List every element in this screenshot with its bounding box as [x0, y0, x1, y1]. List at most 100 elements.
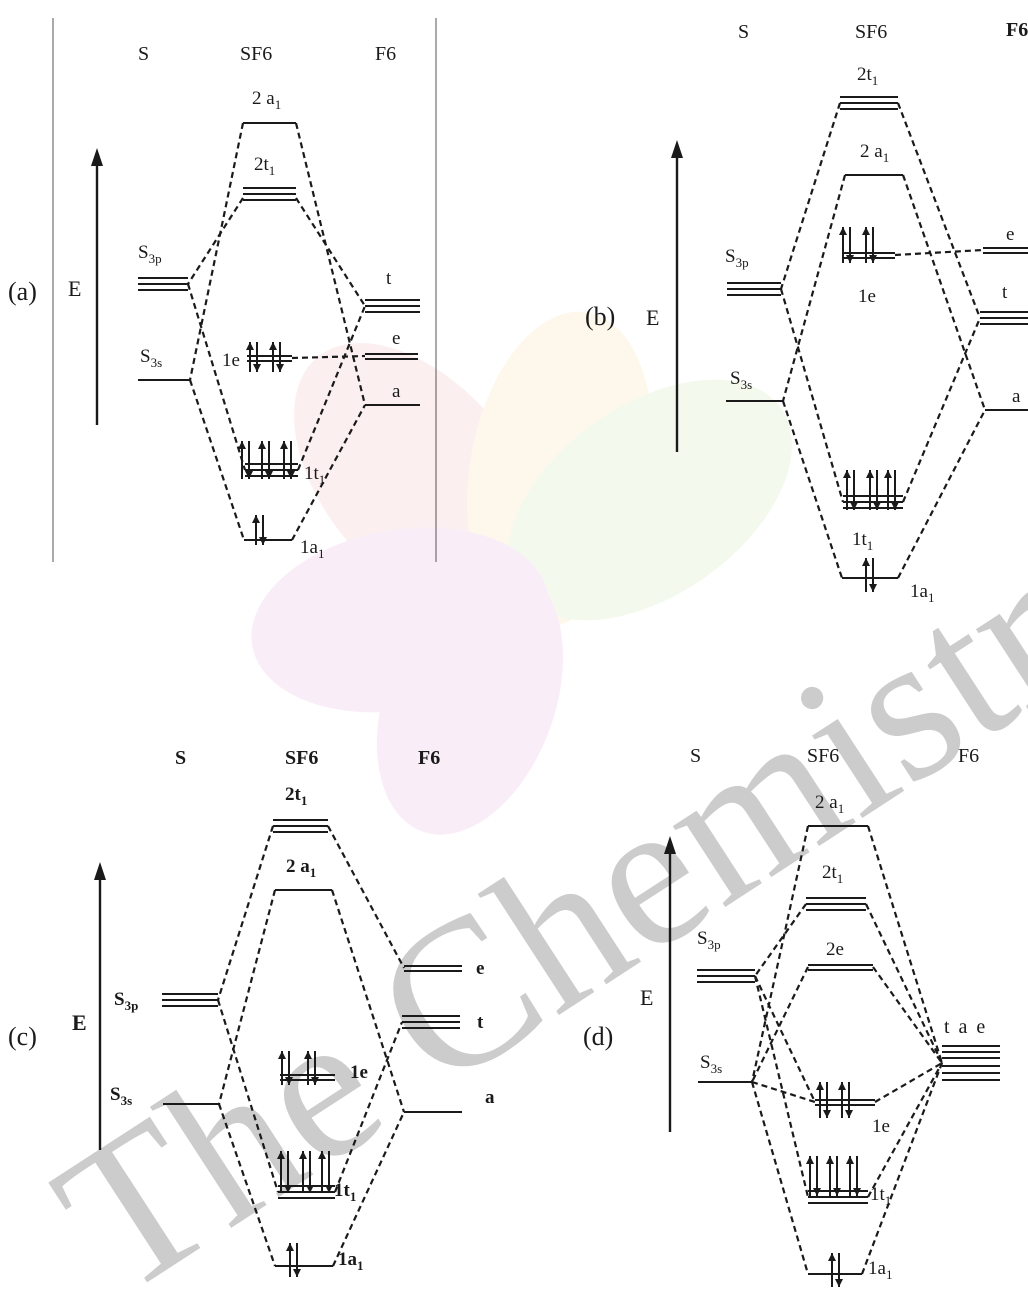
panel-a-f-a-label: a — [392, 381, 401, 402]
arrowhead-icon — [869, 584, 877, 592]
panel-d-mo-2t1-level — [806, 897, 866, 911]
arrowhead-icon — [838, 1082, 846, 1090]
panel-b-electrons-1a1 — [862, 558, 877, 592]
panel-c-label: (c) — [8, 1022, 37, 1051]
panel-b-s3s-label: S3s — [730, 368, 752, 392]
panel-b-correlation-lines — [779, 102, 987, 579]
panel-b-electrons-1e — [839, 227, 877, 263]
panel-b-mo-2t1-level — [840, 96, 898, 110]
watermark-petal — [467, 311, 653, 629]
panel-a-correlation-lines — [186, 122, 367, 541]
arrowhead-icon — [869, 255, 877, 263]
panel-d-arrowhead-icon — [664, 836, 676, 854]
panel-b-f-t-level — [980, 311, 1028, 325]
arrowhead-icon — [318, 1151, 326, 1159]
panel-a-arrowhead-icon — [91, 148, 103, 166]
panel-c-header-s: S — [175, 747, 186, 769]
arrowhead-icon — [276, 364, 284, 372]
arrowhead-icon — [269, 342, 277, 350]
panel-b-f-e-level — [983, 247, 1028, 254]
panel-d-mo-1e-label: 1e — [872, 1116, 890, 1137]
watermark-petal — [294, 343, 546, 617]
arrowhead-icon — [850, 502, 858, 510]
panel-a-header-s: S — [138, 43, 149, 65]
panel-d-electrons-1a1 — [828, 1253, 843, 1287]
arrowhead-icon — [278, 1051, 286, 1059]
arrowhead-icon — [853, 1188, 861, 1196]
panel-c-correlation-lines — [216, 825, 406, 1267]
arrowhead-icon — [833, 1188, 841, 1196]
panel-d-mo-2e-label: 2e — [826, 939, 844, 960]
panel-d-electrons-1t1 — [806, 1156, 861, 1196]
panel-c-f-e-level — [404, 965, 462, 972]
panel-b-s3p-level — [727, 282, 781, 296]
panel-a-mo-2t1-level — [243, 187, 296, 201]
panel-b: (b) E S SF6 F6 S3p S3s e t a 2t1 2 a1 — [585, 19, 1028, 605]
panel-b-f-a-label: a — [1012, 386, 1021, 407]
arrowhead-icon — [873, 502, 881, 510]
arrowhead-icon — [839, 227, 847, 235]
arrowhead-icon — [252, 515, 260, 523]
arrowhead-icon — [258, 441, 266, 449]
arrowhead-icon — [293, 1269, 301, 1277]
panel-d-s3p-level — [697, 969, 755, 983]
panel-d-mo-1t1-label: 1t1 — [870, 1184, 891, 1208]
panel-a-s3s-label: S3s — [140, 346, 162, 370]
arrowhead-icon — [862, 558, 870, 566]
panel-b-header-f6: F6 — [1006, 19, 1028, 41]
panel-a-header-f6: F6 — [375, 43, 396, 65]
arrowhead-icon — [246, 342, 254, 350]
panel-d-mo-2t1-label: 2t1 — [822, 862, 843, 886]
panel-d-f-tae-label: t a e — [944, 1016, 987, 1038]
watermark-petal — [376, 565, 564, 835]
panel-d-f-tae-level — [942, 1045, 1000, 1081]
arrowhead-icon — [845, 1110, 853, 1118]
arrowhead-icon — [277, 1151, 285, 1159]
arrowhead-icon — [285, 1077, 293, 1085]
panel-d-mo-1e-level — [815, 1099, 875, 1106]
arrowhead-icon — [828, 1253, 836, 1261]
arrowhead-icon — [846, 255, 854, 263]
arrowhead-icon — [280, 441, 288, 449]
arrowhead-icon — [286, 1243, 294, 1251]
panel-c-mo-1a1-label: 1a1 — [338, 1249, 364, 1273]
arrowhead-icon — [823, 1110, 831, 1118]
panel-a-f-t-label: t — [386, 268, 392, 289]
arrowhead-icon — [287, 471, 295, 479]
panel-c-mo-1t1-label: 1t1 — [334, 1180, 356, 1204]
panel-a-label: (a) — [8, 277, 37, 306]
panel-c-header-sf6: SF6 — [285, 747, 318, 769]
arrowhead-icon — [806, 1156, 814, 1164]
watermark-logo: The Chemistry — [19, 311, 1028, 1292]
panel-a-electrons-1e — [246, 342, 284, 372]
arrowhead-icon — [245, 471, 253, 479]
arrowhead-icon — [862, 227, 870, 235]
panel-a-mo-1t1-level — [245, 463, 298, 477]
watermark-petal — [251, 527, 549, 713]
arrowhead-icon — [299, 1151, 307, 1159]
panel-b-energy-label: E — [646, 305, 659, 330]
panel-a-f-t-level — [365, 299, 420, 313]
panel-a-f-e-level — [365, 353, 418, 360]
panel-a-s3p-level — [138, 277, 188, 291]
arrowhead-icon — [866, 470, 874, 478]
panel-b-f-t-label: t — [1002, 282, 1008, 303]
panel-c-electrons-1e — [278, 1051, 319, 1085]
panel-c-mo-2a1-label: 2 a1 — [286, 856, 316, 880]
panel-d-mo-2a1-label: 2 a1 — [815, 792, 844, 816]
arrowhead-icon — [259, 537, 267, 545]
panel-a-mo-1e-label: 1e — [222, 350, 240, 371]
panel-c-mo-2t1-level — [273, 819, 328, 833]
arrowhead-icon — [813, 1188, 821, 1196]
arrowhead-icon — [325, 1185, 333, 1193]
panel-b-mo-2a1-label: 2 a1 — [860, 141, 889, 165]
panel-d-s3s-label: S3s — [700, 1052, 722, 1076]
arrowhead-icon — [846, 1156, 854, 1164]
panel-b-mo-2t1-label: 2t1 — [857, 64, 878, 88]
panel-a-energy-label: E — [68, 276, 81, 301]
panel-d-label: (d) — [583, 1022, 613, 1051]
arrowhead-icon — [265, 471, 273, 479]
panel-b-header-s: S — [738, 21, 749, 43]
arrowhead-icon — [843, 470, 851, 478]
panel-a-mo-2a1-label: 2 a1 — [252, 88, 281, 112]
